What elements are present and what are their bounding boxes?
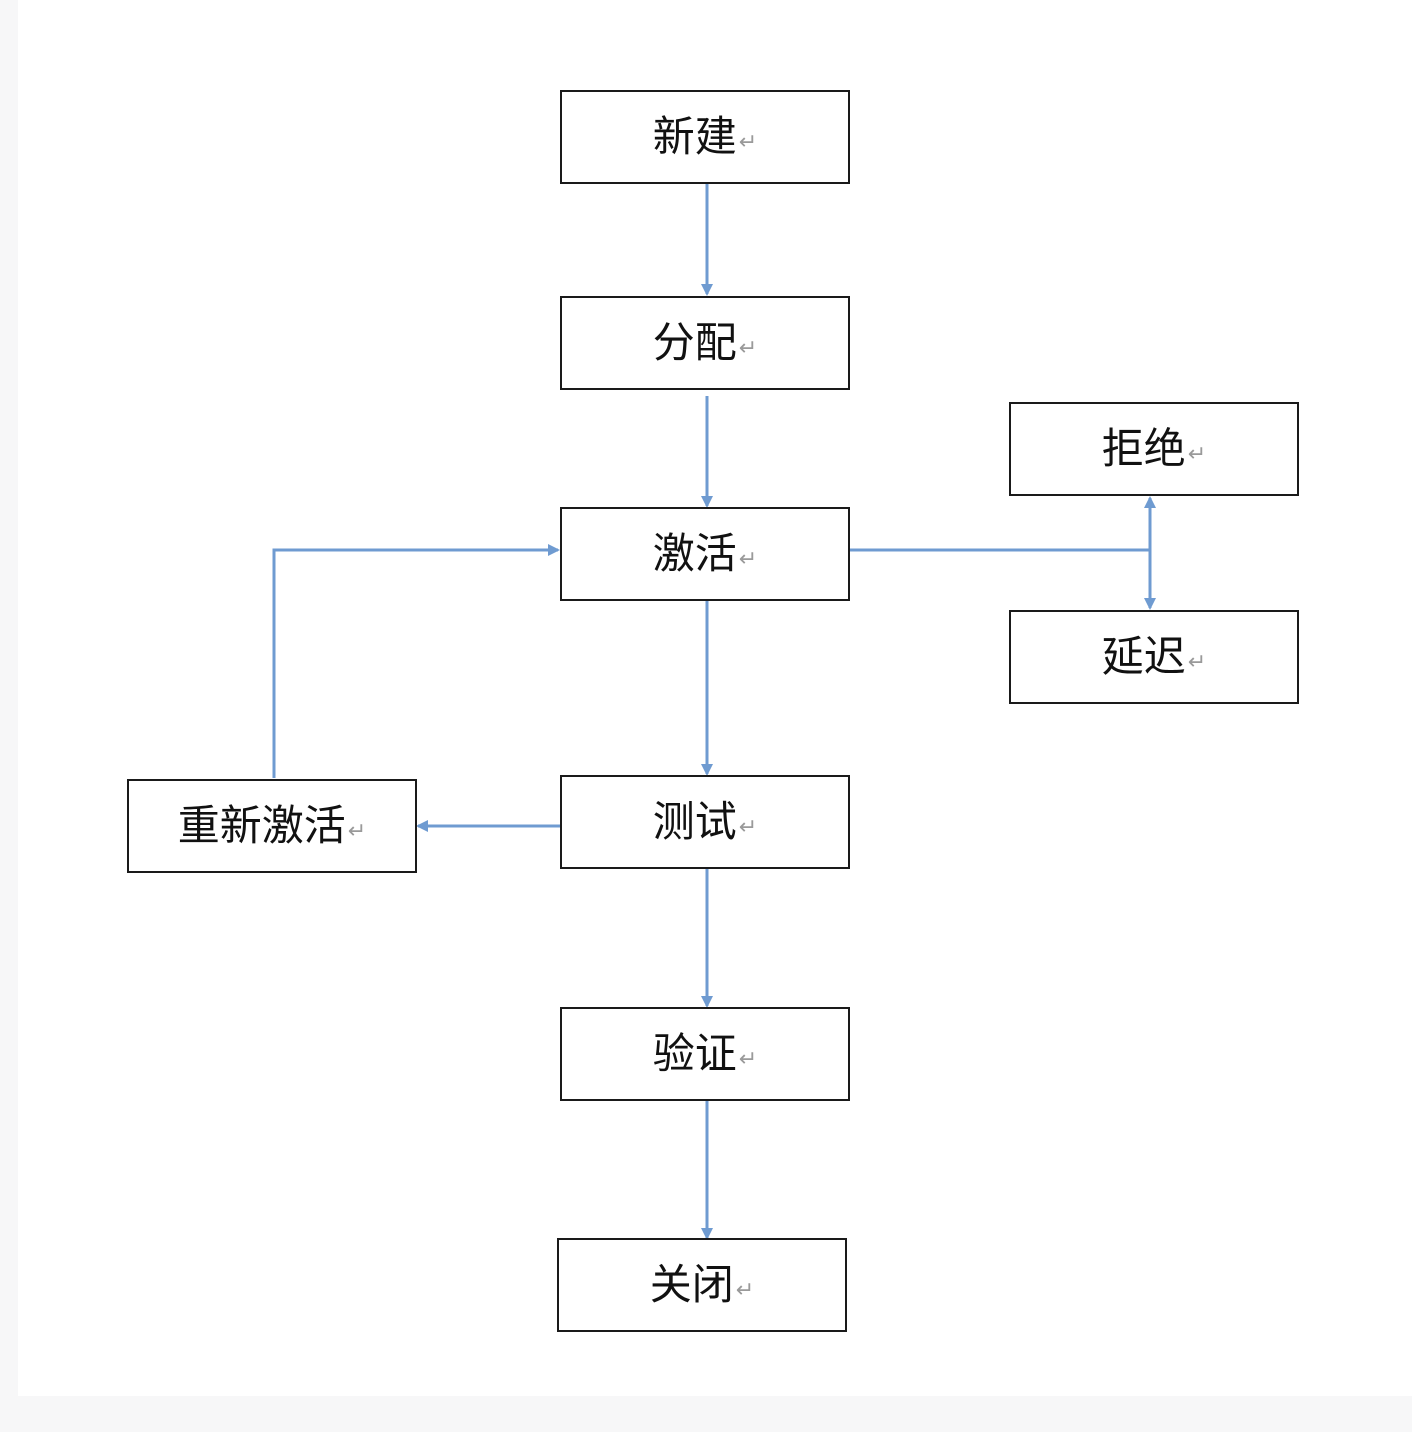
paragraph-mark-icon: ↵ <box>1187 442 1207 467</box>
node-activate: 激活 ↵ <box>560 507 850 601</box>
node-close-label: 关闭 <box>649 1260 734 1309</box>
node-test: 测试 ↵ <box>560 775 850 869</box>
edge-reactivate-to-activate <box>272 544 560 778</box>
node-assign: 分配 ↵ <box>560 296 850 390</box>
node-activate-label: 激活 <box>652 529 737 578</box>
paragraph-mark-icon: ↵ <box>738 547 758 572</box>
paragraph-mark-icon: ↵ <box>738 130 758 155</box>
node-verify: 验证 ↵ <box>560 1007 850 1101</box>
node-reject-label: 拒绝 <box>1101 424 1186 473</box>
paragraph-mark-icon: ↵ <box>738 1047 758 1072</box>
node-reactivate: 重新激活 ↵ <box>127 779 417 873</box>
node-defer-label: 延迟 <box>1101 632 1186 681</box>
paragraph-mark-icon: ↵ <box>738 815 758 840</box>
node-close: 关闭 ↵ <box>557 1238 847 1332</box>
paragraph-mark-icon: ↵ <box>735 1278 755 1303</box>
node-new-label: 新建 <box>652 112 737 161</box>
node-reactivate-label: 重新激活 <box>177 801 346 850</box>
paragraph-mark-icon: ↵ <box>1187 650 1207 675</box>
node-test-label: 测试 <box>652 797 737 846</box>
node-defer: 延迟 ↵ <box>1009 610 1299 704</box>
paragraph-mark-icon: ↵ <box>738 336 758 361</box>
node-reject: 拒绝 ↵ <box>1009 402 1299 496</box>
node-verify-label: 验证 <box>652 1029 737 1078</box>
node-assign-label: 分配 <box>652 318 737 367</box>
paragraph-mark-icon: ↵ <box>347 819 367 844</box>
node-new: 新建 ↵ <box>560 90 850 184</box>
